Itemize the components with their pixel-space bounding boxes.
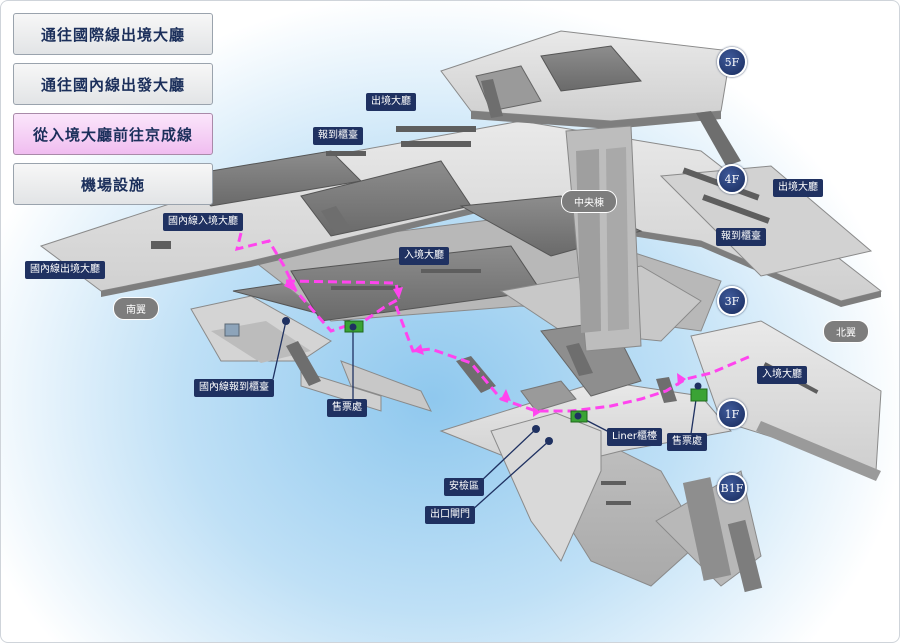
label-ticket-office-south: 售票處	[327, 399, 367, 417]
label-liner-counter: Liner櫃檯	[607, 428, 662, 446]
exit-gate-marker	[545, 437, 553, 445]
floor-5f-badge: 5F	[717, 47, 747, 77]
label-departure-lobby-center: 出境大廳	[366, 93, 416, 111]
floor-b1f-badge: B1F	[717, 473, 747, 503]
security-marker	[532, 425, 540, 433]
floor-1f-slab	[439, 320, 882, 562]
escalators	[286, 79, 741, 403]
floor-3f-badge: 3F	[717, 286, 747, 316]
label-checkin-center: 報到櫃臺	[313, 127, 363, 145]
label-security-area: 安檢區	[444, 478, 484, 496]
menu-intl-departure-button[interactable]: 通往國際線出境大廳	[13, 13, 213, 55]
ticket-marker-north	[690, 382, 708, 402]
menu-domestic-departure-button[interactable]: 通往國內線出發大廳	[13, 63, 213, 105]
route-arrows	[284, 276, 686, 417]
menu-keisei-route-button[interactable]: 從入境大廳前往京成線	[13, 113, 213, 155]
label-domestic-departure-lobby: 國內線出境大廳	[25, 261, 105, 279]
label-south-wing: 南翼	[113, 297, 159, 320]
label-arrival-lobby-center: 入境大廳	[399, 247, 449, 265]
domestic-checkin-marker	[282, 317, 290, 325]
floor-4f-badge: 4F	[717, 164, 747, 194]
liner-counter-marker	[570, 410, 588, 423]
label-departure-lobby-north: 出境大廳	[773, 179, 823, 197]
label-ticket-office-north: 售票處	[667, 433, 707, 451]
label-domestic-checkin: 國內線報到櫃臺	[194, 379, 274, 397]
label-checkin-north: 報到櫃臺	[716, 228, 766, 246]
label-exit-gate: 出口閘門	[425, 506, 475, 524]
label-central-building: 中央棟	[561, 190, 617, 213]
label-arrival-lobby-north: 入境大廳	[757, 366, 807, 384]
menu-facilities-button[interactable]: 機場設施	[13, 163, 213, 205]
label-north-wing: 北翼	[823, 320, 869, 343]
ticket-marker-south	[344, 320, 364, 333]
floor-1f-badge: 1F	[717, 399, 747, 429]
floor-5f-slab	[440, 30, 732, 129]
label-domestic-arrival-lobby: 國內線入境大廳	[163, 213, 243, 231]
